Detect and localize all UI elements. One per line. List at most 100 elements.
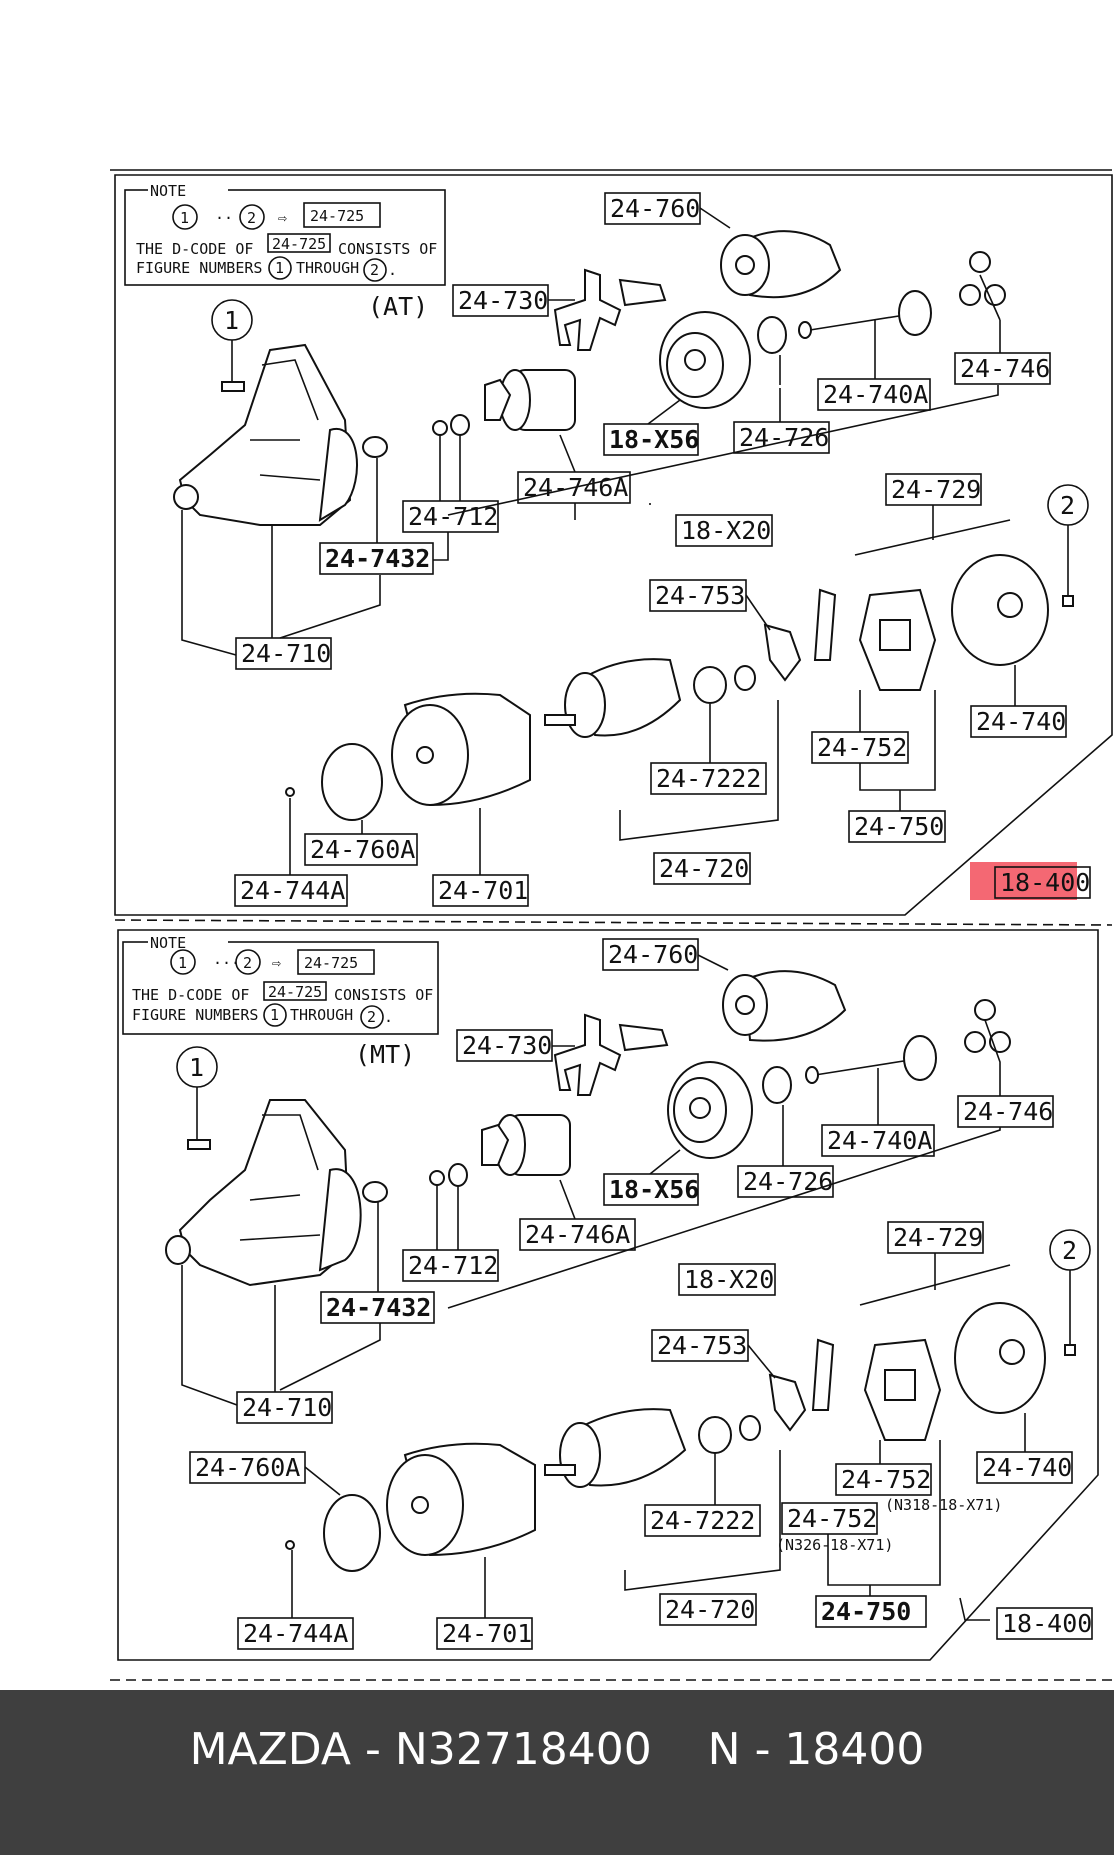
- rear-cover-icon: [951, 554, 1049, 666]
- note-arrow: ⇨: [278, 209, 287, 227]
- label-24-760: 24-760: [608, 940, 698, 969]
- note-box: NOTE 1 ··· 2 ⇨ 24-725 THE D-CODE OF 24-7…: [122, 934, 439, 1035]
- label-18-X56: 18-X56: [609, 1175, 699, 1204]
- washer-icon: [762, 1066, 792, 1150]
- brush-icon: [763, 588, 837, 682]
- label-24-740A: 24-740A: [827, 1126, 932, 1155]
- gear-housing-icon: [667, 1061, 753, 1159]
- solenoid-icon: [722, 970, 847, 1042]
- leader-lines: [181, 954, 1026, 1621]
- output-shaft-icon: [805, 1035, 937, 1084]
- label-24-7222: 24-7222: [656, 764, 761, 793]
- panel-border: [117, 929, 1099, 1661]
- label-24-746: 24-746: [960, 354, 1050, 383]
- label-24-750: 24-750: [854, 812, 944, 841]
- label-24-760: 24-760: [610, 194, 700, 223]
- label-24-701: 24-701: [438, 876, 528, 905]
- callout-2: 2: [1062, 1236, 1077, 1265]
- label-24-752: 24-752: [817, 733, 907, 762]
- label-24-712: 24-712: [408, 1251, 498, 1280]
- rear-cover-icon: [954, 1302, 1046, 1414]
- note-line1b: 24-725: [272, 235, 326, 253]
- label-24-730: 24-730: [462, 1031, 552, 1060]
- label-24-746A: 24-746A: [525, 1220, 630, 1249]
- label-24-753: 24-753: [655, 581, 745, 610]
- label-24-750: 24-750: [821, 1597, 911, 1626]
- note-line2d: 2: [370, 261, 379, 279]
- output-shaft-icon: [798, 290, 932, 339]
- label-24-753: 24-753: [657, 1331, 747, 1360]
- callout-1: 1: [224, 306, 239, 335]
- label-24-752: 24-752: [841, 1465, 931, 1494]
- stop-ring-icon: [432, 420, 448, 436]
- label-18-400: 18-400: [1002, 1609, 1092, 1638]
- label-24-720: 24-720: [659, 854, 749, 883]
- bushing-icon: [362, 436, 388, 458]
- svg-text:···: ···: [213, 954, 240, 972]
- note-line2b: 1: [270, 1006, 279, 1024]
- yoke-icon: [391, 692, 531, 807]
- label-24-744A: 24-744A: [240, 876, 345, 905]
- label-24-744A: 24-744A: [243, 1619, 348, 1648]
- label-24-726: 24-726: [743, 1167, 833, 1196]
- shift-lever-icon: [553, 1013, 669, 1096]
- note-line1a: THE D-CODE OF: [136, 240, 253, 258]
- armature-icon: [544, 1408, 687, 1488]
- front-housing-icon: [173, 343, 358, 526]
- label-24-760A: 24-760A: [310, 835, 415, 864]
- note-code: 24-725: [310, 207, 364, 225]
- variant-label: (AT): [368, 292, 428, 321]
- note-line2e: .: [388, 261, 397, 279]
- gear-housing-icon: [659, 311, 751, 409]
- part-number-caption: MAZDA - N32718400 N - 18400: [189, 1724, 925, 1775]
- front-housing-icon: [165, 1099, 362, 1287]
- armature-icon: [544, 658, 682, 738]
- label-24-7432: 24-7432: [326, 1293, 431, 1322]
- pinion-clutch-icon: [481, 1114, 571, 1176]
- note-line2d: 2: [367, 1008, 376, 1026]
- bolt-icon: [221, 381, 245, 392]
- yoke-icon: [386, 1442, 536, 1557]
- label-18-400[interactable]: 18-400: [1000, 868, 1090, 897]
- stop-ring-icon: [429, 1170, 445, 1186]
- label-24-7222: 24-7222: [650, 1506, 755, 1535]
- part-note-n318: (N318-18-X71): [885, 1496, 1002, 1514]
- label-24-752-alt: 24-752: [787, 1504, 877, 1533]
- note-line1a: THE D-CODE OF: [132, 986, 249, 1004]
- solenoid-icon: [720, 230, 842, 299]
- footer-bar: MAZDA - N32718400 N - 18400: [0, 1690, 1114, 1855]
- seal-ring-icon: [323, 1494, 381, 1572]
- thrust-washer-icon: [734, 665, 756, 691]
- spring-icon: [285, 1540, 295, 1550]
- part-labels: 24-760 24-730 24-746 24-740A 18-X56 24-7…: [234, 192, 1091, 907]
- note-mark-2: 2: [243, 954, 252, 972]
- note-mark-1: 1: [180, 209, 189, 227]
- highlight-18-400[interactable]: [970, 862, 1077, 900]
- callout-2: 2: [1060, 491, 1075, 520]
- bolt-icon: [187, 1139, 211, 1150]
- label-18-X20: 18-X20: [681, 516, 771, 545]
- note-mark-1: 1: [178, 954, 187, 972]
- note-code: 24-725: [304, 954, 358, 972]
- leader-lines: [181, 207, 1016, 875]
- note-line2e: .: [384, 1008, 393, 1026]
- part-labels: 24-760 24-730 24-746 24-740A 18-X56 24-7…: [189, 938, 1093, 1650]
- retainer-ring-icon: [448, 1163, 468, 1187]
- note-arrow: ⇨: [272, 954, 281, 972]
- note-title: NOTE: [150, 934, 186, 952]
- note-line2c: THROUGH: [290, 1006, 353, 1024]
- starter-motor-parts-diagram: NOTE 1 ·· 2 ⇨ 24-725 THE D-CODE OF 24-72…: [110, 169, 1113, 1681]
- note-title: NOTE: [150, 182, 186, 200]
- thrust-washer-icon: [739, 1415, 761, 1441]
- label-24-720: 24-720: [665, 1595, 755, 1624]
- brush-holder-icon: [863, 1338, 942, 1441]
- label-24-729: 24-729: [891, 475, 981, 504]
- note-line1c: CONSISTS OF: [338, 240, 437, 258]
- label-24-701: 24-701: [442, 1619, 532, 1648]
- panel-at: NOTE 1 ·· 2 ⇨ 24-725 THE D-CODE OF 24-72…: [110, 169, 1113, 926]
- seal-ring-icon: [321, 743, 383, 821]
- brush-holder-icon: [858, 588, 937, 691]
- label-18-X20: 18-X20: [684, 1265, 774, 1294]
- pinion-clutch-icon: [484, 369, 576, 431]
- label-18-X56: 18-X56: [609, 425, 699, 454]
